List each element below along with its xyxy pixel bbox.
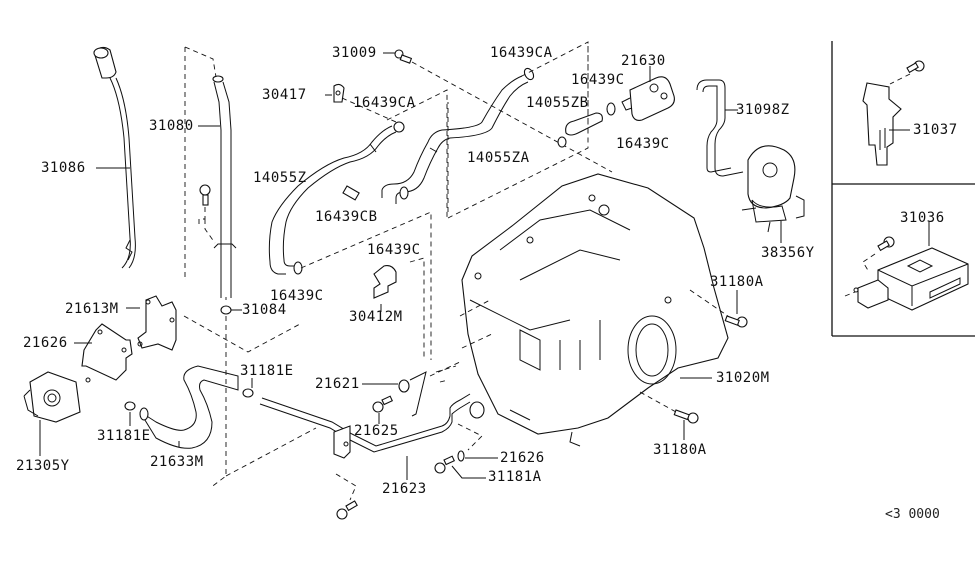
callout-30417[interactable]: 30417: [262, 87, 307, 103]
callout-16439CB[interactable]: 16439CB: [315, 209, 378, 225]
inset-frame: [831, 41, 975, 337]
bolt-31180A-upper[interactable]: [724, 315, 748, 328]
callout-31098Z[interactable]: 31098Z: [736, 102, 790, 118]
clamp-16439C-c[interactable]: [606, 102, 616, 116]
hose-14055ZB[interactable]: [565, 112, 603, 136]
dash-31009: [411, 61, 613, 173]
group-boundary-31080: [184, 46, 217, 279]
hose-31098Z[interactable]: [696, 79, 744, 177]
plate-21626[interactable]: [81, 323, 133, 383]
clamp-31181E-left[interactable]: [124, 401, 136, 411]
callout-38356Y[interactable]: 38356Y: [761, 245, 815, 261]
callout-31181A[interactable]: 31181A: [488, 469, 542, 485]
callout-31036[interactable]: 31036: [900, 210, 945, 226]
dash-lower-group: [225, 427, 317, 477]
washer-21626[interactable]: [457, 450, 465, 462]
oil-cooler-21305Y[interactable]: [23, 371, 81, 423]
o-ring-31084[interactable]: [220, 305, 232, 315]
diagram-code: <3 0000: [885, 507, 940, 522]
reservoir-38356Y[interactable]: [741, 145, 805, 233]
callout-31180A-upper[interactable]: 31180A: [710, 274, 764, 290]
callout-16439C-left[interactable]: 16439C: [270, 288, 324, 304]
callout-31020M[interactable]: 31020M: [716, 370, 770, 386]
callout-16439CA-lower[interactable]: 16439CA: [353, 95, 416, 111]
callout-21633M[interactable]: 21633M: [150, 454, 204, 470]
dash-case-group: [429, 299, 493, 377]
callout-21626-upper[interactable]: 21626: [23, 335, 68, 351]
bracket-30412M[interactable]: [373, 265, 397, 299]
callout-16439C-mid[interactable]: 16439C: [367, 242, 421, 258]
clamp-31181E-right[interactable]: [242, 388, 254, 398]
leader-31181A: [451, 465, 486, 479]
callout-30412M[interactable]: 30412M: [349, 309, 403, 325]
valve-21630[interactable]: [621, 76, 675, 121]
callout-31180A-lower[interactable]: 31180A: [653, 442, 707, 458]
callout-21305Y[interactable]: 21305Y: [16, 458, 70, 474]
clamp-16439C-b[interactable]: [293, 261, 303, 275]
callout-16439C-upper[interactable]: 16439C: [571, 72, 625, 88]
callout-14055ZA[interactable]: 14055ZA: [467, 150, 530, 166]
hose-21633M[interactable]: [139, 365, 239, 449]
dash-30417: [341, 89, 448, 218]
dash-hose-group: [447, 41, 589, 219]
bolt[interactable]: [198, 184, 216, 244]
center-line: [209, 297, 227, 489]
callout-21621[interactable]: 21621: [315, 376, 360, 392]
dash-clamp-group: [300, 211, 432, 360]
clamp-16439C-a[interactable]: [399, 186, 409, 200]
dash-31180A-upper: [689, 289, 729, 317]
control-unit-31036[interactable]: [844, 236, 969, 311]
bolt-31009[interactable]: [394, 49, 413, 64]
bolt-21625[interactable]: [372, 395, 394, 413]
dash-bottom-bolt: [335, 473, 357, 501]
clamp-16439C-d[interactable]: [557, 136, 567, 148]
callout-21623[interactable]: 21623: [382, 481, 427, 497]
dash-21626: [183, 315, 301, 353]
callout-21625[interactable]: 21625: [354, 423, 399, 439]
callout-31037[interactable]: 31037: [913, 122, 958, 138]
hose-14055Z[interactable]: [268, 125, 397, 275]
pipe-21623[interactable]: [259, 393, 485, 459]
dash-21621: [435, 365, 457, 383]
bracket-31037[interactable]: [862, 60, 925, 166]
charging-pipe-31080[interactable]: [212, 75, 237, 298]
callout-16439C-right[interactable]: 16439C: [616, 136, 670, 152]
clip-30417[interactable]: [333, 83, 345, 103]
callout-21630[interactable]: 21630: [621, 53, 666, 69]
callout-31086[interactable]: 31086: [41, 160, 86, 176]
callout-21613M[interactable]: 21613M: [65, 301, 119, 317]
callout-31080[interactable]: 31080: [149, 118, 194, 134]
bracket-21621[interactable]: [398, 371, 427, 417]
clamp-16439CB[interactable]: [342, 185, 360, 201]
callout-31009[interactable]: 31009: [332, 45, 377, 61]
callout-31181E-right[interactable]: 31181E: [240, 363, 294, 379]
callout-16439CA-upper[interactable]: 16439CA: [490, 45, 553, 61]
callout-21626-lower[interactable]: 21626: [500, 450, 545, 466]
dash-21626-lower: [457, 423, 483, 451]
clamp-16439CA-a[interactable]: [523, 67, 536, 81]
bolt-31180A-lower[interactable]: [673, 409, 699, 424]
transaxle-31020M[interactable]: [461, 173, 729, 447]
bolt-bottom[interactable]: [336, 500, 358, 520]
clamp-16439CA-b[interactable]: [393, 121, 405, 133]
callout-31084[interactable]: 31084: [242, 302, 287, 318]
callout-31181E-left[interactable]: 31181E: [97, 428, 151, 444]
callout-14055Z[interactable]: 14055Z: [253, 170, 307, 186]
callout-14055ZB[interactable]: 14055ZB: [526, 95, 589, 111]
bracket-21613M[interactable]: [137, 295, 177, 351]
dash-31180A-lower: [639, 391, 677, 413]
bolt-31181A[interactable]: [434, 455, 456, 474]
dipstick-31086[interactable]: [93, 46, 136, 269]
